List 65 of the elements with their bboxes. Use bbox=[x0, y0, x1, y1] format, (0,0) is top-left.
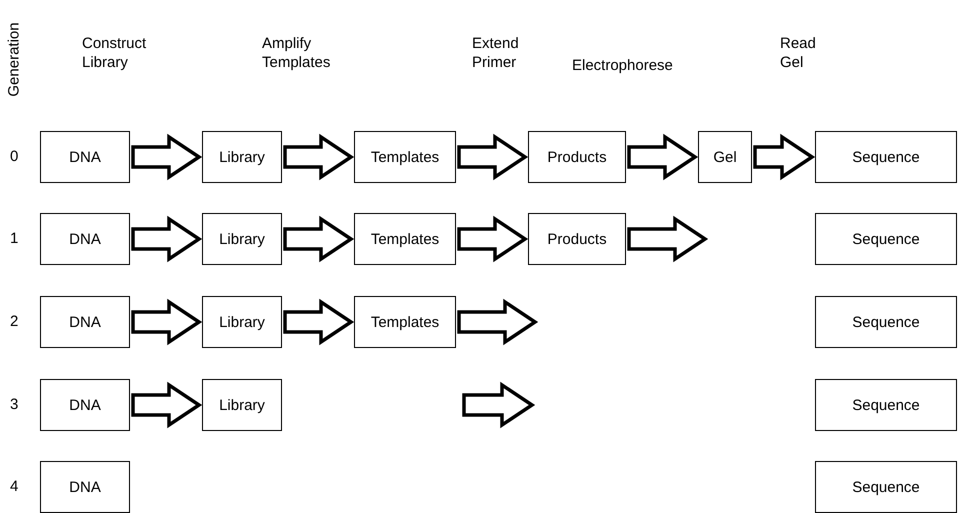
box-label: Library bbox=[218, 312, 266, 332]
process-box bbox=[698, 131, 752, 183]
step-label: Extend Primer bbox=[472, 34, 520, 72]
box-label: Gel bbox=[712, 148, 738, 168]
box-label: Products bbox=[546, 230, 608, 250]
box-label: Sequence bbox=[851, 478, 921, 498]
generation-number: 3 bbox=[10, 395, 20, 414]
block-arrow bbox=[131, 298, 202, 346]
process-box bbox=[815, 379, 957, 431]
box-label: DNA bbox=[68, 148, 102, 168]
box-label: DNA bbox=[68, 478, 102, 498]
process-box bbox=[40, 461, 130, 513]
arrow-shape bbox=[462, 379, 534, 431]
process-box bbox=[815, 296, 957, 348]
block-arrow bbox=[283, 298, 354, 346]
process-box bbox=[528, 131, 626, 183]
box-label: Sequence bbox=[851, 148, 921, 168]
block-arrow bbox=[283, 134, 354, 180]
block-arrow bbox=[753, 134, 816, 180]
process-box bbox=[202, 131, 282, 183]
block-arrow bbox=[457, 298, 538, 346]
box-label: Templates bbox=[370, 312, 440, 332]
process-box bbox=[40, 296, 130, 348]
process-box bbox=[40, 379, 130, 431]
process-box bbox=[40, 131, 130, 183]
box-label: Sequence bbox=[851, 396, 921, 416]
step-label: Electrophorese bbox=[572, 56, 674, 75]
block-arrow bbox=[131, 382, 202, 428]
box-label: Sequence bbox=[851, 230, 921, 250]
block-arrow bbox=[457, 216, 528, 262]
process-box bbox=[202, 213, 282, 265]
box-label: Templates bbox=[370, 230, 440, 250]
block-arrow bbox=[131, 216, 202, 262]
generation-number: 0 bbox=[10, 147, 20, 166]
block-arrow bbox=[283, 216, 354, 262]
box-label: Library bbox=[218, 230, 266, 250]
block-arrow bbox=[131, 134, 202, 180]
box-label: DNA bbox=[68, 312, 102, 332]
process-box bbox=[354, 131, 456, 183]
box-label: Library bbox=[218, 148, 266, 168]
process-box bbox=[354, 213, 456, 265]
box-label: Products bbox=[546, 148, 608, 168]
generation-number: 2 bbox=[10, 312, 20, 331]
axis-title: Generation bbox=[4, 21, 24, 99]
step-label: Construct Library bbox=[82, 34, 148, 72]
box-label: Sequence bbox=[851, 312, 921, 332]
process-box bbox=[40, 213, 130, 265]
block-arrow bbox=[627, 216, 708, 262]
process-box bbox=[202, 379, 282, 431]
box-label: DNA bbox=[68, 396, 102, 416]
step-label: Amplify Templates bbox=[262, 34, 332, 72]
block-arrow bbox=[457, 134, 528, 180]
box-label: DNA bbox=[68, 230, 102, 250]
process-box bbox=[815, 131, 957, 183]
block-arrow bbox=[627, 134, 698, 180]
generation-number: 4 bbox=[10, 477, 20, 496]
box-label: Templates bbox=[370, 148, 440, 168]
process-box bbox=[528, 213, 626, 265]
process-box bbox=[354, 296, 456, 348]
generation-number: 1 bbox=[10, 229, 20, 248]
process-box bbox=[815, 213, 957, 265]
process-box bbox=[815, 461, 957, 513]
process-box bbox=[202, 296, 282, 348]
box-label: Library bbox=[218, 396, 266, 416]
step-label: Read Gel bbox=[780, 34, 817, 72]
